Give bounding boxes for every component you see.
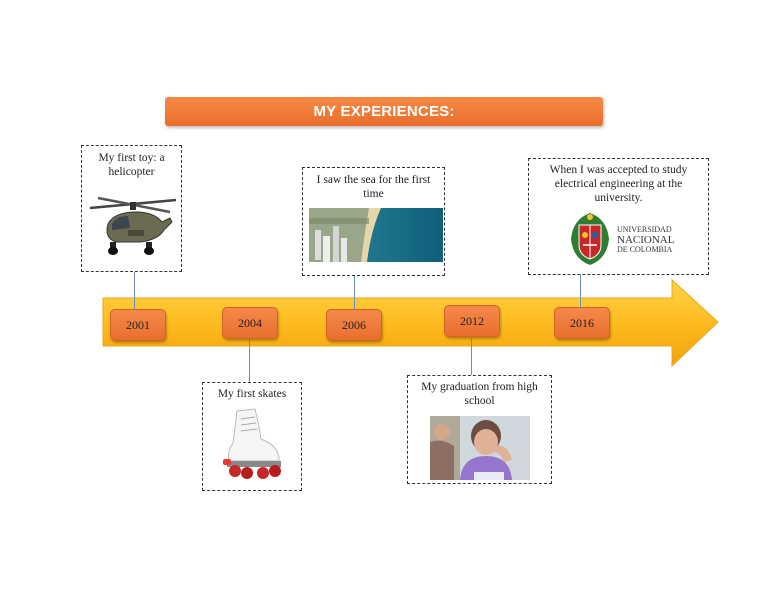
- event-card-2012: My graduation from high school: [407, 375, 552, 484]
- event-caption: When I was accepted to study electrical …: [549, 164, 688, 204]
- event-card-2006: I saw the sea for the first time: [302, 167, 445, 276]
- year-2004: 2004: [222, 307, 278, 339]
- sea-coast-image: [309, 208, 443, 262]
- event-caption: I saw the sea for the first time: [316, 174, 431, 200]
- event-card-2004: My first skates: [202, 382, 302, 491]
- timeline-title: MY EXPERIENCES:: [165, 97, 603, 126]
- connector-2001: [134, 272, 135, 310]
- year-2016: 2016: [554, 307, 610, 339]
- event-caption: My first skates: [217, 388, 287, 400]
- student-photo: [430, 416, 530, 480]
- university-logo-text: UNIVERSIDAD NACIONAL DE COLOMBIA: [617, 225, 675, 254]
- connector-2006: [354, 276, 355, 310]
- event-caption: My first toy: a helicopter: [98, 152, 165, 178]
- year-2001: 2001: [110, 309, 166, 341]
- event-caption: My graduation from high school: [421, 381, 538, 407]
- year-2006: 2006: [326, 309, 382, 341]
- roller-skate-image: [223, 408, 281, 479]
- helicopter-image: [89, 196, 177, 255]
- connector-2012: [471, 338, 472, 376]
- event-card-2001: My first toy: a helicopter: [81, 145, 182, 272]
- connector-2016: [580, 274, 581, 308]
- connector-2004: [249, 338, 250, 382]
- university-logo: [571, 213, 609, 265]
- year-2012: 2012: [444, 305, 500, 337]
- event-card-2016: When I was accepted to study electrical …: [528, 158, 709, 275]
